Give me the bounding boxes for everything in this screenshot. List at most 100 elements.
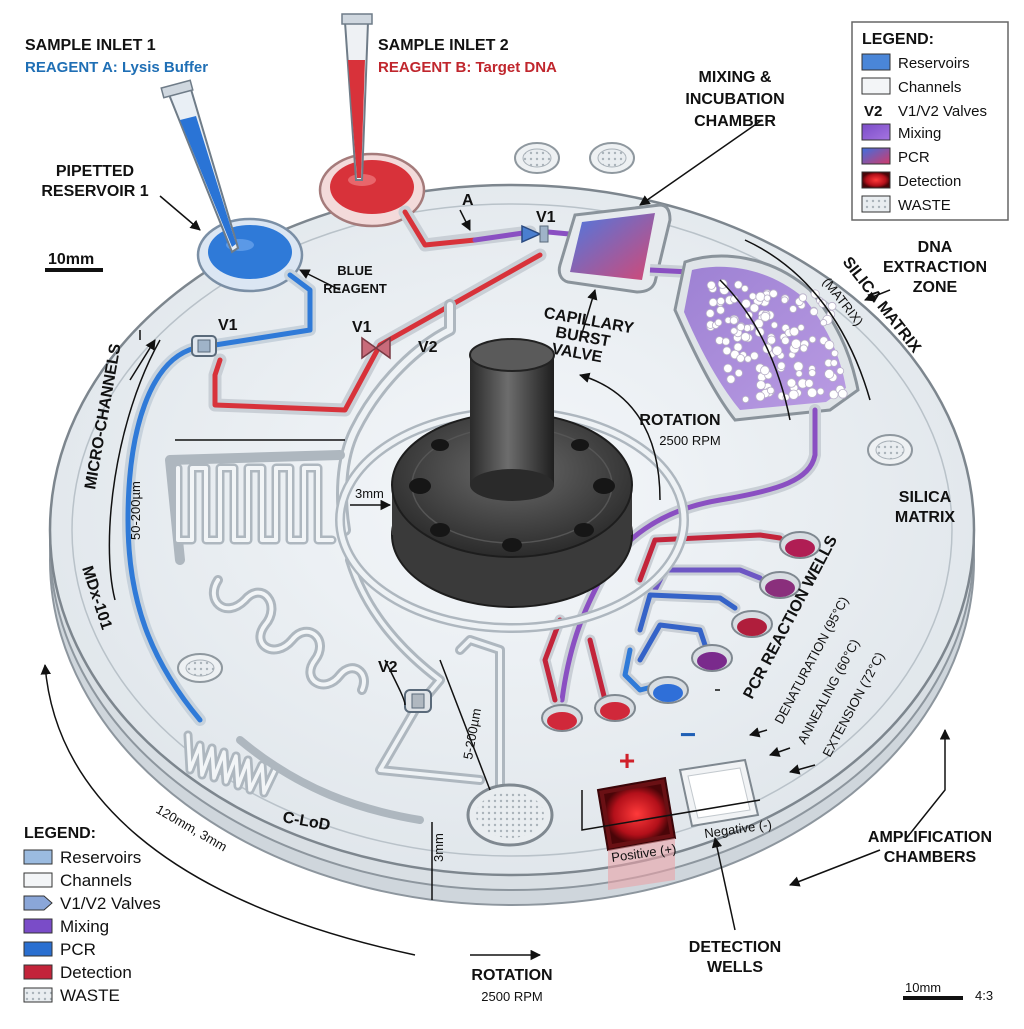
silica-bead (717, 279, 728, 289)
silica-bead (795, 370, 803, 378)
legend-bottom-swatch-waste (23, 987, 53, 1003)
silica-bead (772, 345, 783, 356)
aspect-label: 4:3 (975, 988, 993, 1003)
silica-bead (766, 386, 775, 395)
detection-wells (596, 758, 760, 890)
detection-label-2: WELLS (707, 959, 763, 976)
silica-bead (705, 308, 715, 318)
silica-bead (786, 378, 797, 388)
legend-bottom-item: Mixing (60, 917, 109, 936)
silica-bead (741, 395, 750, 403)
silica-bead (723, 363, 733, 374)
silica-bead (788, 389, 799, 400)
thickness-label: 3mm (431, 833, 446, 862)
legend-bottom-swatch-channels (23, 872, 53, 888)
silica-bead (770, 321, 779, 329)
silica-bead (808, 335, 817, 344)
valve-v1-left-label: V1 (218, 317, 238, 334)
pcr-well (779, 531, 821, 559)
inlet1-title: SAMPLE INLET 1 (25, 37, 156, 54)
pipette-red (341, 13, 373, 181)
silica-bead (760, 365, 770, 376)
valve-v1-left (191, 335, 217, 357)
silica-bead (749, 303, 760, 313)
silica-bead (722, 346, 732, 356)
pcr-well (647, 676, 689, 704)
positive-well (596, 776, 677, 890)
silica-to-pcr-channel (556, 404, 821, 706)
inlet2-reagent: REAGENT B: Target DNA (378, 59, 557, 76)
dna-label-3: ZONE (913, 279, 958, 296)
detection-label-1: DETECTION (689, 939, 781, 956)
inlet2-title: SAMPLE INLET 2 (378, 37, 509, 54)
legend-top-swatch-waste (861, 195, 891, 213)
legend-top-title: LEGEND: (862, 31, 934, 48)
legend-top-item: Reservoirs (898, 55, 970, 72)
valve-v2-bottom-label: V2 (378, 659, 398, 676)
silica-bead (799, 344, 808, 353)
rotation-mid-label-2: 2500 RPM (659, 433, 720, 448)
red-channel-diagonal (208, 248, 547, 417)
silica-bead (734, 368, 743, 378)
silica-bead (809, 307, 819, 316)
silica-bead (780, 296, 789, 304)
valve-v1-mid (361, 336, 391, 360)
valve-v1-top-label: V1 (536, 209, 556, 226)
silica-matrix-zone (673, 254, 860, 422)
dna-label-1: DNA (918, 239, 953, 256)
silica-bead (789, 326, 800, 337)
flow-a-label: A (462, 192, 474, 209)
silica-bead (733, 280, 743, 290)
silica-bead (816, 387, 825, 396)
silica-bead (769, 289, 778, 299)
mixing-label-3: CHAMBER (694, 113, 776, 130)
pcr-well (731, 610, 773, 638)
legend-top-item: PCR (898, 149, 930, 166)
silica-bead (797, 323, 805, 332)
amplification-label-1: AMPLIFICATION (868, 829, 992, 846)
legend-top-item: Detection (898, 173, 961, 190)
silica-bead (806, 387, 818, 398)
scale-bottom-label: 10mm (905, 980, 941, 995)
silica-bead (755, 391, 765, 402)
silica-bead (748, 292, 757, 301)
valve-v1-mid-label: V1 (352, 319, 372, 336)
valve-v2-bottom (404, 689, 432, 713)
silica-right-label-1: SILICA (899, 489, 952, 506)
silica-bead (756, 380, 766, 390)
pipette-blue (160, 79, 240, 254)
blue-reagent-label-1: BLUE (337, 263, 373, 278)
silica-bead (830, 359, 838, 367)
legend-bottom-swatch-reservoirs (23, 849, 53, 865)
amplification-label-2: CHAMBERS (884, 849, 977, 866)
rotation-bottom-label-1: ROTATION (471, 967, 552, 984)
silica-bead (767, 335, 777, 345)
silica-bead (836, 367, 845, 375)
silica-bead (708, 297, 718, 307)
silica-bead (721, 337, 731, 346)
silica-bead (741, 284, 749, 293)
legend-bottom-item: PCR (60, 940, 96, 959)
silica-bead (736, 322, 745, 332)
legend-top-swatch-mixing (861, 123, 891, 141)
silica-bead (793, 361, 804, 372)
plus-sign: + (619, 745, 635, 776)
pcr-well (759, 571, 801, 599)
valve-v2-mid-label: V2 (418, 339, 438, 356)
negative-well (678, 758, 760, 828)
pcr-well (594, 694, 636, 722)
leader-lines (40, 119, 951, 961)
silica-right-label-2: MATRIX (895, 509, 955, 526)
silica-bead (755, 291, 766, 302)
rotation-bottom-label-2: 2500 RPM (481, 989, 542, 1004)
channel-width-left-label: 50-200µm (128, 481, 143, 540)
legend-top-valve-prefix: V2 (864, 103, 882, 120)
legend-top-swatch-reservoirs (861, 53, 891, 71)
legend-top-swatch-pcr (861, 147, 891, 165)
silica-bead (824, 368, 835, 379)
silica-bead (837, 388, 848, 399)
legend-top-item: Mixing (898, 125, 941, 142)
legend-top-item: Channels (898, 79, 961, 96)
